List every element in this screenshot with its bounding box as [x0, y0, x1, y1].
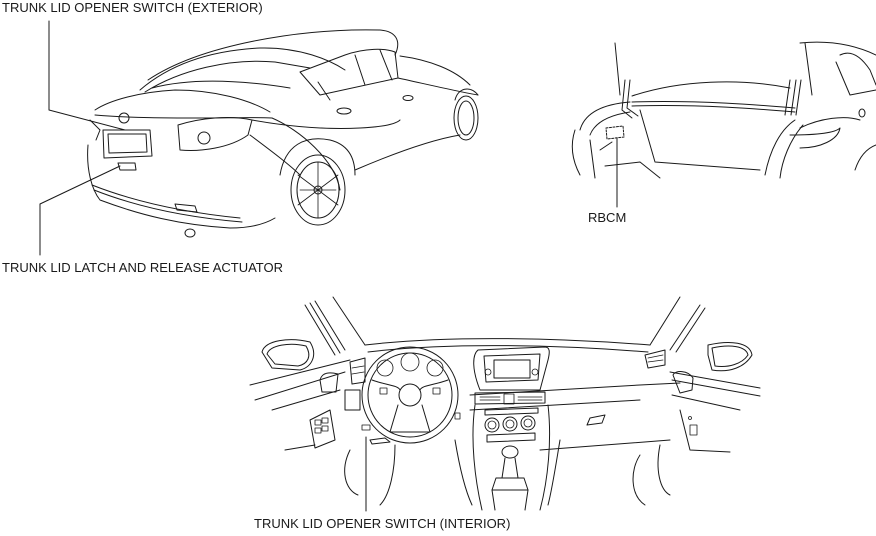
label-opener-switch-interior: TRUNK LID OPENER SWITCH (INTERIOR) [254, 516, 511, 531]
label-rbcm: RBCM [588, 210, 627, 225]
trunk-open-illustration [571, 41, 876, 179]
leader-opener-switch-exterior [48, 20, 126, 131]
interior-dashboard-illustration [249, 296, 761, 511]
label-latch-release-actuator: TRUNK LID LATCH AND RELEASE ACTUATOR [2, 260, 284, 275]
leader-latch-actuator [39, 165, 121, 256]
label-opener-switch-exterior: TRUNK LID OPENER SWITCH (EXTERIOR) [2, 0, 263, 15]
car-exterior-rear-illustration [87, 29, 479, 238]
